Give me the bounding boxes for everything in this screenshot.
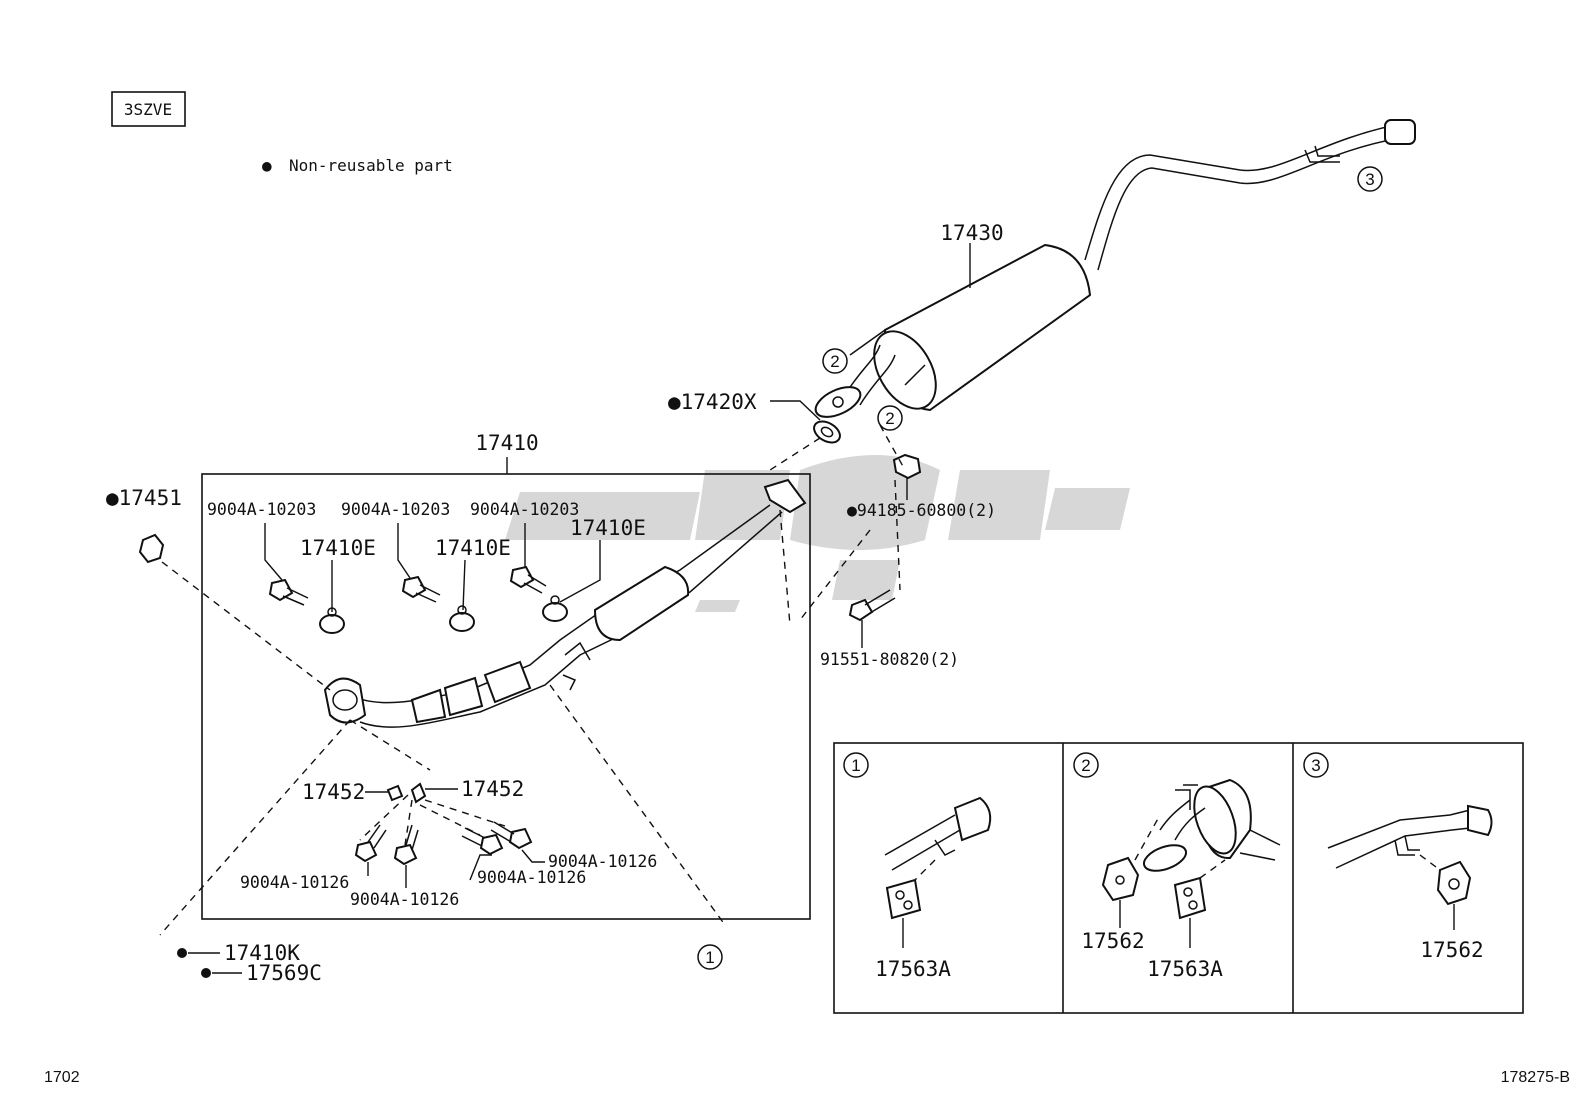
gasket-17420X	[813, 420, 841, 444]
label-17451: ●17451	[106, 486, 182, 510]
bolt-9004A-10203-c	[509, 565, 547, 594]
panel-2-label-17563A: 17563A	[1147, 957, 1223, 981]
watermark-logo	[505, 455, 1130, 612]
label-94185: ●94185-60800(2)	[847, 501, 996, 520]
label-17569C: 17569C	[246, 961, 322, 985]
label-9004A-10126-c: 9004A-10126	[477, 868, 586, 887]
label-9004A-10126-a: 9004A-10126	[240, 873, 349, 892]
page-number: 1702	[44, 1069, 80, 1086]
label-17410E-b: 17410E	[435, 536, 511, 560]
bolt-9004A-10126-d	[490, 821, 533, 850]
label-91551: 91551-80820(2)	[820, 650, 959, 669]
clamp-17410E-b	[449, 605, 475, 632]
label-17410: 17410	[475, 431, 538, 455]
bracket-17452-b	[410, 782, 427, 804]
label-17452-a: 17452	[302, 780, 365, 804]
callout-2-lower: 2	[877, 405, 903, 431]
bolt-91551	[848, 589, 896, 622]
front-pipe-group-box	[201, 473, 811, 920]
gasket-17451	[138, 533, 165, 564]
svg-text:2: 2	[830, 352, 839, 371]
clamp-17410E-c	[542, 595, 568, 622]
legend-symbol: ●	[262, 156, 272, 175]
front-pipe-17410	[323, 478, 807, 728]
muffler-assembly-17430	[814, 119, 1416, 418]
bolt-9004A-10203-b	[401, 575, 441, 603]
bracket-17452-a	[386, 784, 404, 802]
label-17452-b: 17452	[461, 777, 524, 801]
svg-text:2: 2	[885, 409, 894, 428]
label-17420X: ●17420X	[668, 390, 757, 414]
label-17410K: 17410K	[224, 941, 300, 965]
label-17430: 17430	[940, 221, 1003, 245]
panel-2-label-17562: 17562	[1081, 929, 1144, 953]
callout-1-main: 1	[697, 944, 723, 970]
label-9004A-10126-d: 9004A-10126	[548, 852, 657, 871]
engine-code-box: 3SZVE	[111, 91, 186, 127]
svg-text:1: 1	[705, 948, 714, 967]
bolt-9004A-10126-b	[393, 824, 419, 866]
clamp-17410E-a	[319, 607, 345, 634]
engine-code: 3SZVE	[124, 100, 172, 119]
bolt-9004A-10126-c	[461, 827, 504, 856]
detail-panel-1: 1 17563A	[843, 752, 992, 981]
label-17410E-a: 17410E	[300, 536, 376, 560]
gasket-17410K	[177, 948, 187, 958]
detail-panel-3: 3 17562	[1303, 752, 1493, 962]
figure-code: 178275-B	[1501, 1069, 1570, 1086]
svg-text:3: 3	[1311, 756, 1320, 775]
detail-panels: 1 17563A 2	[833, 742, 1524, 1014]
label-9004A-10203-a: 9004A-10203	[207, 500, 316, 519]
legend: ● Non-reusable part	[262, 156, 453, 175]
label-9004A-10203-c: 9004A-10203	[470, 500, 579, 519]
callout-2-upper: 2	[822, 348, 848, 374]
detail-panel-2: 2 17562 17563A	[1073, 752, 1281, 981]
legend-text: Non-reusable part	[289, 156, 453, 175]
svg-text:2: 2	[1081, 756, 1090, 775]
bolt-9004A-10126-a	[354, 824, 387, 863]
label-9004A-10126-b: 9004A-10126	[350, 890, 459, 909]
spring-17569C	[201, 968, 211, 978]
label-9004A-10203-b: 9004A-10203	[341, 500, 450, 519]
svg-text:1: 1	[851, 756, 860, 775]
panel-1-label-17563A: 17563A	[875, 957, 951, 981]
panel-3-label-17562: 17562	[1420, 938, 1483, 962]
label-17410E-c: 17410E	[570, 516, 646, 540]
callout-3: 3	[1357, 166, 1383, 192]
svg-text:3: 3	[1365, 170, 1374, 189]
bolt-9004A-10203-a	[268, 578, 309, 606]
